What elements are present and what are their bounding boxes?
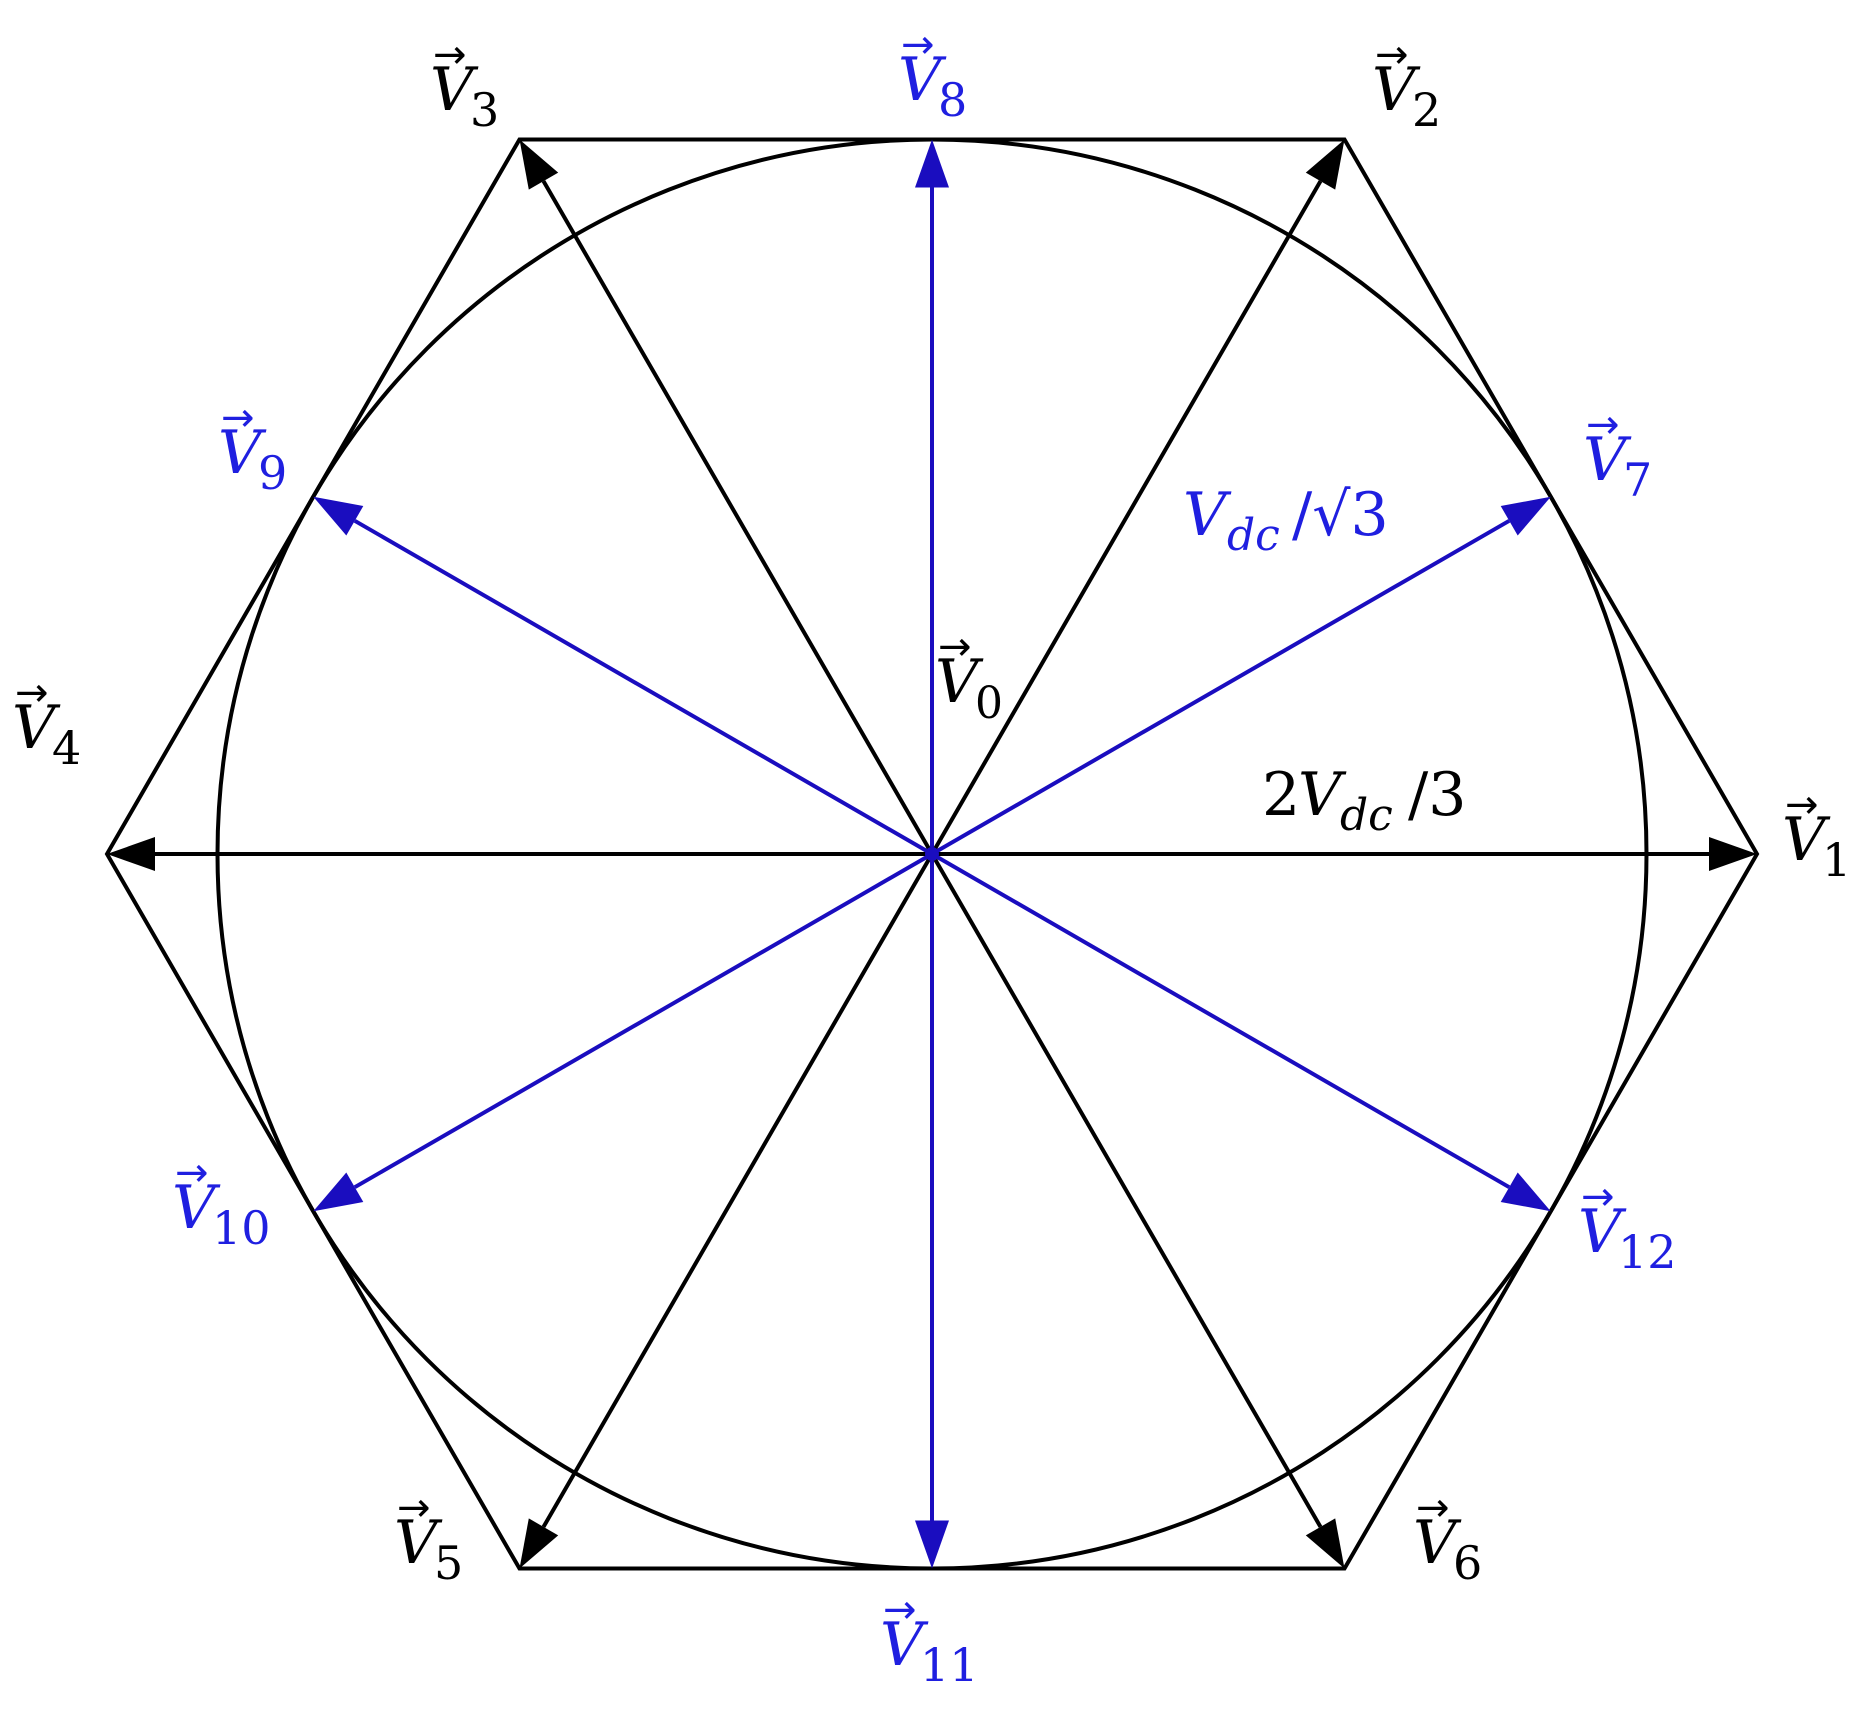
vector-subscript: 4 — [52, 721, 81, 775]
vector-arrowhead — [1305, 139, 1345, 190]
vector-subscript: 7 — [1623, 453, 1652, 507]
vector-symbol: V — [172, 1173, 221, 1243]
vector-arrow-glyph: → — [397, 1485, 431, 1531]
vector-arrow-v5 — [519, 852, 934, 1569]
secondary-vector-arrows — [313, 139, 1551, 1569]
vector-subscript: 12 — [1618, 1225, 1677, 1279]
magnitude-symbol: V — [1183, 480, 1232, 550]
vector-symbol: V — [1782, 805, 1831, 875]
secondary-magnitude-label: V dc /√3 — [1183, 480, 1389, 561]
vector-label-v4: →V4 — [12, 670, 81, 775]
magnitude-subscript: dc — [1340, 790, 1393, 841]
vector-arrow-v10 — [313, 852, 933, 1212]
magnitude-symbol: V — [1298, 760, 1347, 830]
magnitude-suffix: /√3 — [1292, 480, 1389, 550]
vector-subscript: 0 — [975, 678, 1003, 729]
vector-label-v6: →V6 — [1413, 1485, 1482, 1590]
vector-symbol: V — [1578, 1197, 1627, 1267]
vector-symbol: V — [935, 647, 984, 717]
vector-arrow-v4 — [107, 837, 932, 871]
vector-shaft — [353, 852, 933, 1189]
vector-label-v0: → V 0 — [935, 624, 1003, 729]
vector-arrowhead — [915, 1520, 949, 1569]
vector-subscript: 10 — [212, 1201, 271, 1255]
vector-arrow-glyph: → — [1586, 402, 1620, 448]
vector-arrowhead — [1500, 496, 1551, 536]
vector-arrowhead — [313, 496, 364, 536]
vector-label-v9: →V9 — [218, 395, 287, 500]
vector-arrow-v12 — [931, 852, 1551, 1212]
vector-arrowhead — [107, 837, 155, 871]
vector-label-v11: →V11 — [880, 1587, 979, 1692]
vector-label-v5: →V5 — [394, 1485, 463, 1590]
primary-magnitude-label: 2 V dc /3 — [1262, 760, 1466, 841]
vector-shaft — [930, 852, 1323, 1528]
vector-arrow-glyph: → — [1416, 1485, 1450, 1531]
vector-symbol: V — [1372, 55, 1421, 125]
vector-symbol: V — [394, 1508, 443, 1578]
vector-arrow-glyph: → — [1581, 1174, 1615, 1220]
vector-label-v1: →V1 — [1782, 782, 1851, 887]
vector-label-v8: →V8 — [898, 22, 967, 127]
vector-arrow-glyph: → — [433, 32, 467, 78]
vector-label-v3: →V3 — [430, 32, 499, 137]
magnitude-prefix: 2 — [1262, 760, 1300, 830]
vector-arrowhead — [915, 139, 949, 188]
vector-arrow-glyph: → — [175, 1150, 209, 1196]
vector-arrow-glyph: → — [1375, 32, 1409, 78]
vector-shaft — [931, 519, 1511, 856]
vector-subscript: 6 — [1453, 1536, 1482, 1590]
magnitude-subscript: dc — [1227, 510, 1280, 561]
vector-subscript: 9 — [258, 446, 287, 500]
vector-arrow-v7 — [931, 496, 1551, 856]
vector-symbol: V — [12, 693, 61, 763]
vector-arrowhead — [1500, 1172, 1551, 1212]
vector-arrow-v9 — [313, 496, 933, 856]
vector-arrowhead — [1305, 1518, 1345, 1569]
vector-shaft — [353, 519, 933, 856]
vector-shaft — [541, 852, 934, 1528]
vector-arrow-v8 — [915, 139, 949, 854]
vector-arrow-glyph: → — [221, 395, 255, 441]
vector-arrow-v3 — [519, 139, 934, 856]
vector-subscript: 5 — [434, 1536, 463, 1590]
vector-arrow-v11 — [915, 854, 949, 1569]
vector-arrow-v2 — [930, 139, 1345, 856]
vector-shaft — [930, 180, 1323, 856]
vector-arrow-glyph: → — [938, 624, 972, 670]
vector-label-v10: →V10 — [172, 1150, 271, 1255]
vector-subscript: 11 — [920, 1638, 979, 1692]
vector-arrow-glyph: → — [15, 670, 49, 716]
vector-label-v2: →V2 — [1372, 32, 1441, 137]
vector-subscript: 3 — [470, 83, 499, 137]
vector-symbol: V — [218, 418, 267, 488]
vector-subscript: 8 — [938, 73, 967, 127]
magnitude-suffix: /3 — [1408, 760, 1466, 830]
vector-arrow-glyph: → — [901, 22, 935, 68]
vector-symbol: V — [898, 45, 947, 115]
vector-arrow-v1 — [932, 837, 1757, 871]
vector-label-v12: →V12 — [1578, 1174, 1677, 1279]
vector-arrow-glyph: → — [1785, 782, 1819, 828]
origin-point — [925, 847, 939, 861]
vector-symbol: V — [1413, 1508, 1462, 1578]
vector-arrowhead — [313, 1172, 364, 1212]
vector-arrowhead — [519, 1518, 559, 1569]
vector-shaft — [541, 180, 934, 856]
vector-arrow-v6 — [930, 852, 1345, 1569]
vector-shaft — [931, 852, 1511, 1189]
primary-vector-labels: →V1→V2→V3→V4→V5→V6 — [12, 32, 1851, 1590]
vector-arrow-glyph: → — [883, 1587, 917, 1633]
primary-vector-arrows — [107, 139, 1757, 1569]
vector-label-v7: →V7 — [1583, 402, 1652, 507]
vector-symbol: V — [1583, 425, 1632, 495]
vector-subscript: 1 — [1822, 833, 1851, 887]
vector-symbol: V — [430, 55, 479, 125]
vector-arrowhead — [1709, 837, 1757, 871]
vector-subscript: 2 — [1412, 83, 1441, 137]
vector-symbol: V — [880, 1610, 929, 1680]
secondary-vector-labels: →V7→V8→V9→V10→V11→V12 — [172, 22, 1677, 1692]
vector-arrowhead — [519, 139, 559, 190]
